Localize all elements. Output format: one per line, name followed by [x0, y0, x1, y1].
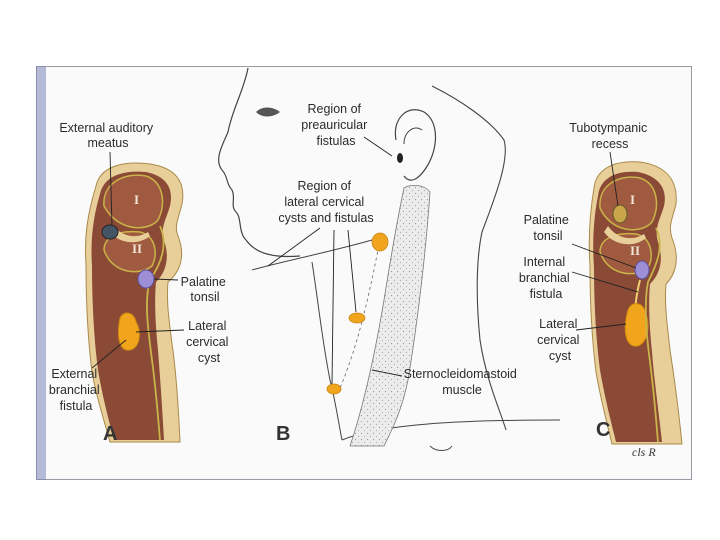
label-preauricular-fistulas: Region of preauricular fistulas: [301, 102, 371, 148]
artist-signature: cls R: [632, 445, 656, 459]
panel-c-recess-mark: [612, 204, 628, 224]
panel-b-sternocleidomastoid: [349, 184, 431, 447]
panel-c-letter: C: [596, 419, 610, 441]
panel-c-cyst-mark: [624, 303, 649, 347]
panel-b-letter: B: [276, 423, 290, 445]
label-c-lateral-cervical-cyst: Lateral cervical cyst: [537, 317, 583, 363]
panel-c-arch-2-label: II: [630, 243, 640, 258]
panel-b-eye: [256, 107, 280, 117]
label-sternocleidomastoid: Sternocleidomastoid muscle: [404, 367, 521, 397]
panel-b-ear: [394, 109, 436, 181]
panel-b: Region of preauricular fistulas Region o…: [218, 67, 561, 451]
panel-a-arch-1-label: I: [134, 192, 139, 207]
panel-c: I II Tubotympanic recess Palatine tonsil…: [519, 121, 683, 459]
panel-b-cyst-lower: [326, 383, 342, 395]
panel-c-tonsil-mark: [634, 260, 650, 280]
panel-a-meatus-mark: [101, 224, 119, 240]
label-a-lateral-cervical-cyst: Lateral cervical cyst: [186, 319, 232, 365]
label-c-palatine-tonsil: Palatine tonsil: [524, 213, 573, 243]
frame-edge-strip: [36, 66, 46, 480]
label-external-branchial-fistula: External branchial fistula: [49, 367, 103, 413]
panel-a-arch-1: [103, 174, 164, 229]
panel-c-arch-1-label: I: [630, 192, 635, 207]
label-internal-branchial-fistula: Internal branchial fistula: [519, 255, 573, 301]
panel-a-tonsil-mark: [137, 269, 155, 289]
panel-b-cyst-upper: [371, 232, 389, 252]
label-external-auditory-meatus: External auditory meatus: [59, 121, 156, 150]
panel-a-cyst-mark: [117, 312, 140, 351]
panel-a-letter: A: [103, 423, 117, 445]
panel-b-face-profile: [218, 67, 301, 258]
label-tubotympanic-recess: Tubotympanic recess: [569, 121, 651, 151]
panel-b-cyst-middle: [348, 312, 366, 324]
label-lateral-cervical-cysts-fistulas: Region of lateral cervical cysts and fis…: [278, 179, 373, 225]
panel-a-arch-2-label: II: [132, 241, 142, 256]
panel-a: I II External auditory meatus Palatine t…: [49, 121, 232, 445]
label-a-palatine-tonsil: Palatine tonsil: [181, 275, 230, 304]
